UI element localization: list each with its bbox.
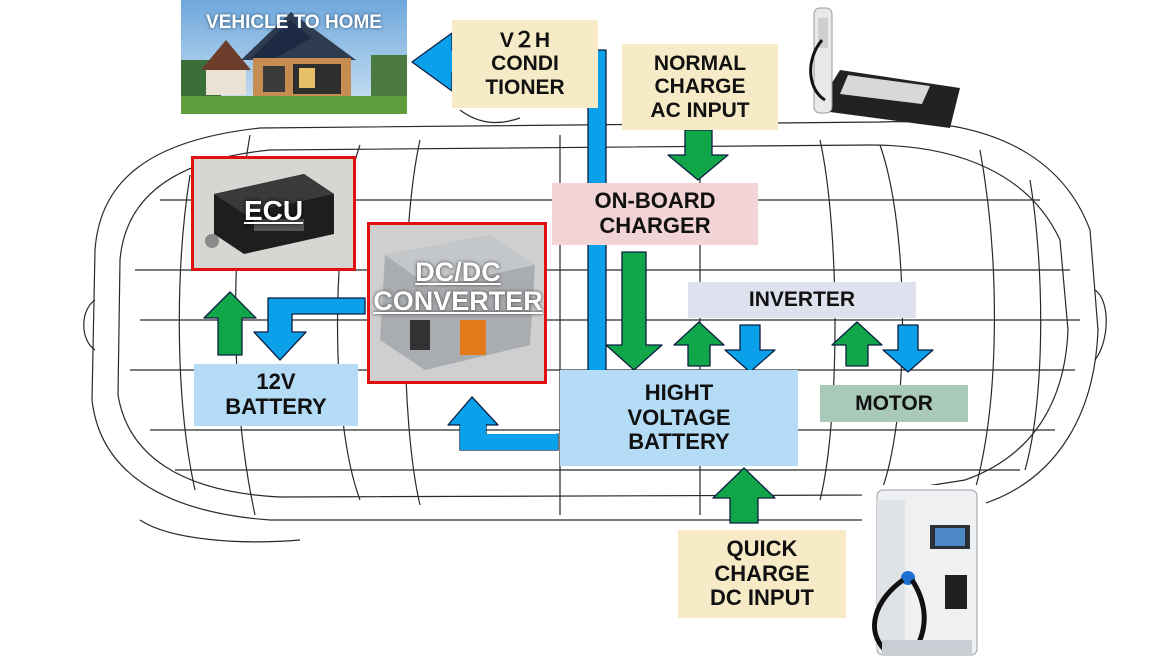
motor-down-arrow: [882, 324, 934, 373]
inverter-up-arrow-1: [673, 321, 725, 367]
dcdc-module-icon: [370, 225, 544, 381]
normal-charge-box: NORMAL CHARGE AC INPUT: [622, 44, 778, 130]
inverter-box: INVERTER: [688, 282, 916, 318]
motor-box: MOTOR: [820, 385, 968, 422]
v2h-conditioner-box: V２H CONDI TIONER: [452, 20, 598, 108]
dcdc-photo-frame: [367, 222, 547, 384]
dcdc-label: DC/DC CONVERTER: [373, 257, 543, 317]
motor-up-arrow: [831, 321, 883, 367]
quick-charge-up-arrow: [712, 467, 776, 524]
ecu-photo-frame: [191, 156, 356, 271]
house-photo: [181, 0, 407, 114]
obc-to-battery-arrow: [605, 251, 663, 371]
quick-charge-box: QUICK CHARGE DC INPUT: [678, 530, 846, 618]
12v-battery-box: 12V BATTERY: [194, 364, 358, 426]
vehicle-to-home-title: VEHICLE TO HOME: [206, 12, 382, 34]
12v-to-ecu-arrow: [203, 291, 257, 356]
on-board-charger-box: ON-BOARD CHARGER: [552, 183, 758, 245]
inverter-down-arrow-1: [724, 324, 776, 373]
normal-charge-down-arrow: [667, 129, 729, 181]
ecu-module-icon: [194, 159, 353, 268]
high-voltage-battery-box: HIGHT VOLTAGE BATTERY: [560, 370, 798, 466]
dcdc-to-12v-arrow: [253, 297, 366, 361]
ecu-label: ECU: [243, 195, 304, 226]
